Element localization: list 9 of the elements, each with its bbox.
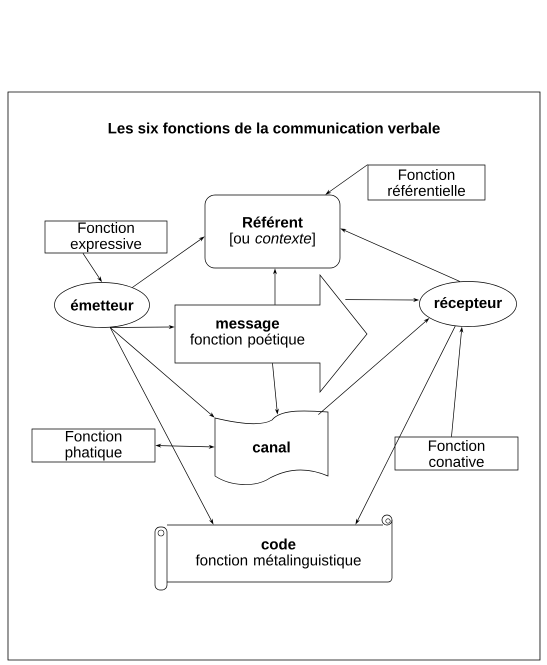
function-box: Fonction expressive [44, 220, 168, 254]
referent-box: Référent [ou contexte] [204, 194, 340, 268]
function-box: Fonction conative [394, 436, 518, 470]
function-box: Fonction référentielle [368, 164, 486, 200]
code-scroll: code fonction métalinguistique [154, 514, 392, 590]
title: Les six fonctions de la communication verbale [108, 122, 440, 134]
function-box: Fonction phatique [32, 428, 156, 462]
node-label: fonction métalinguistique [196, 554, 361, 568]
node-label: code [262, 538, 296, 550]
